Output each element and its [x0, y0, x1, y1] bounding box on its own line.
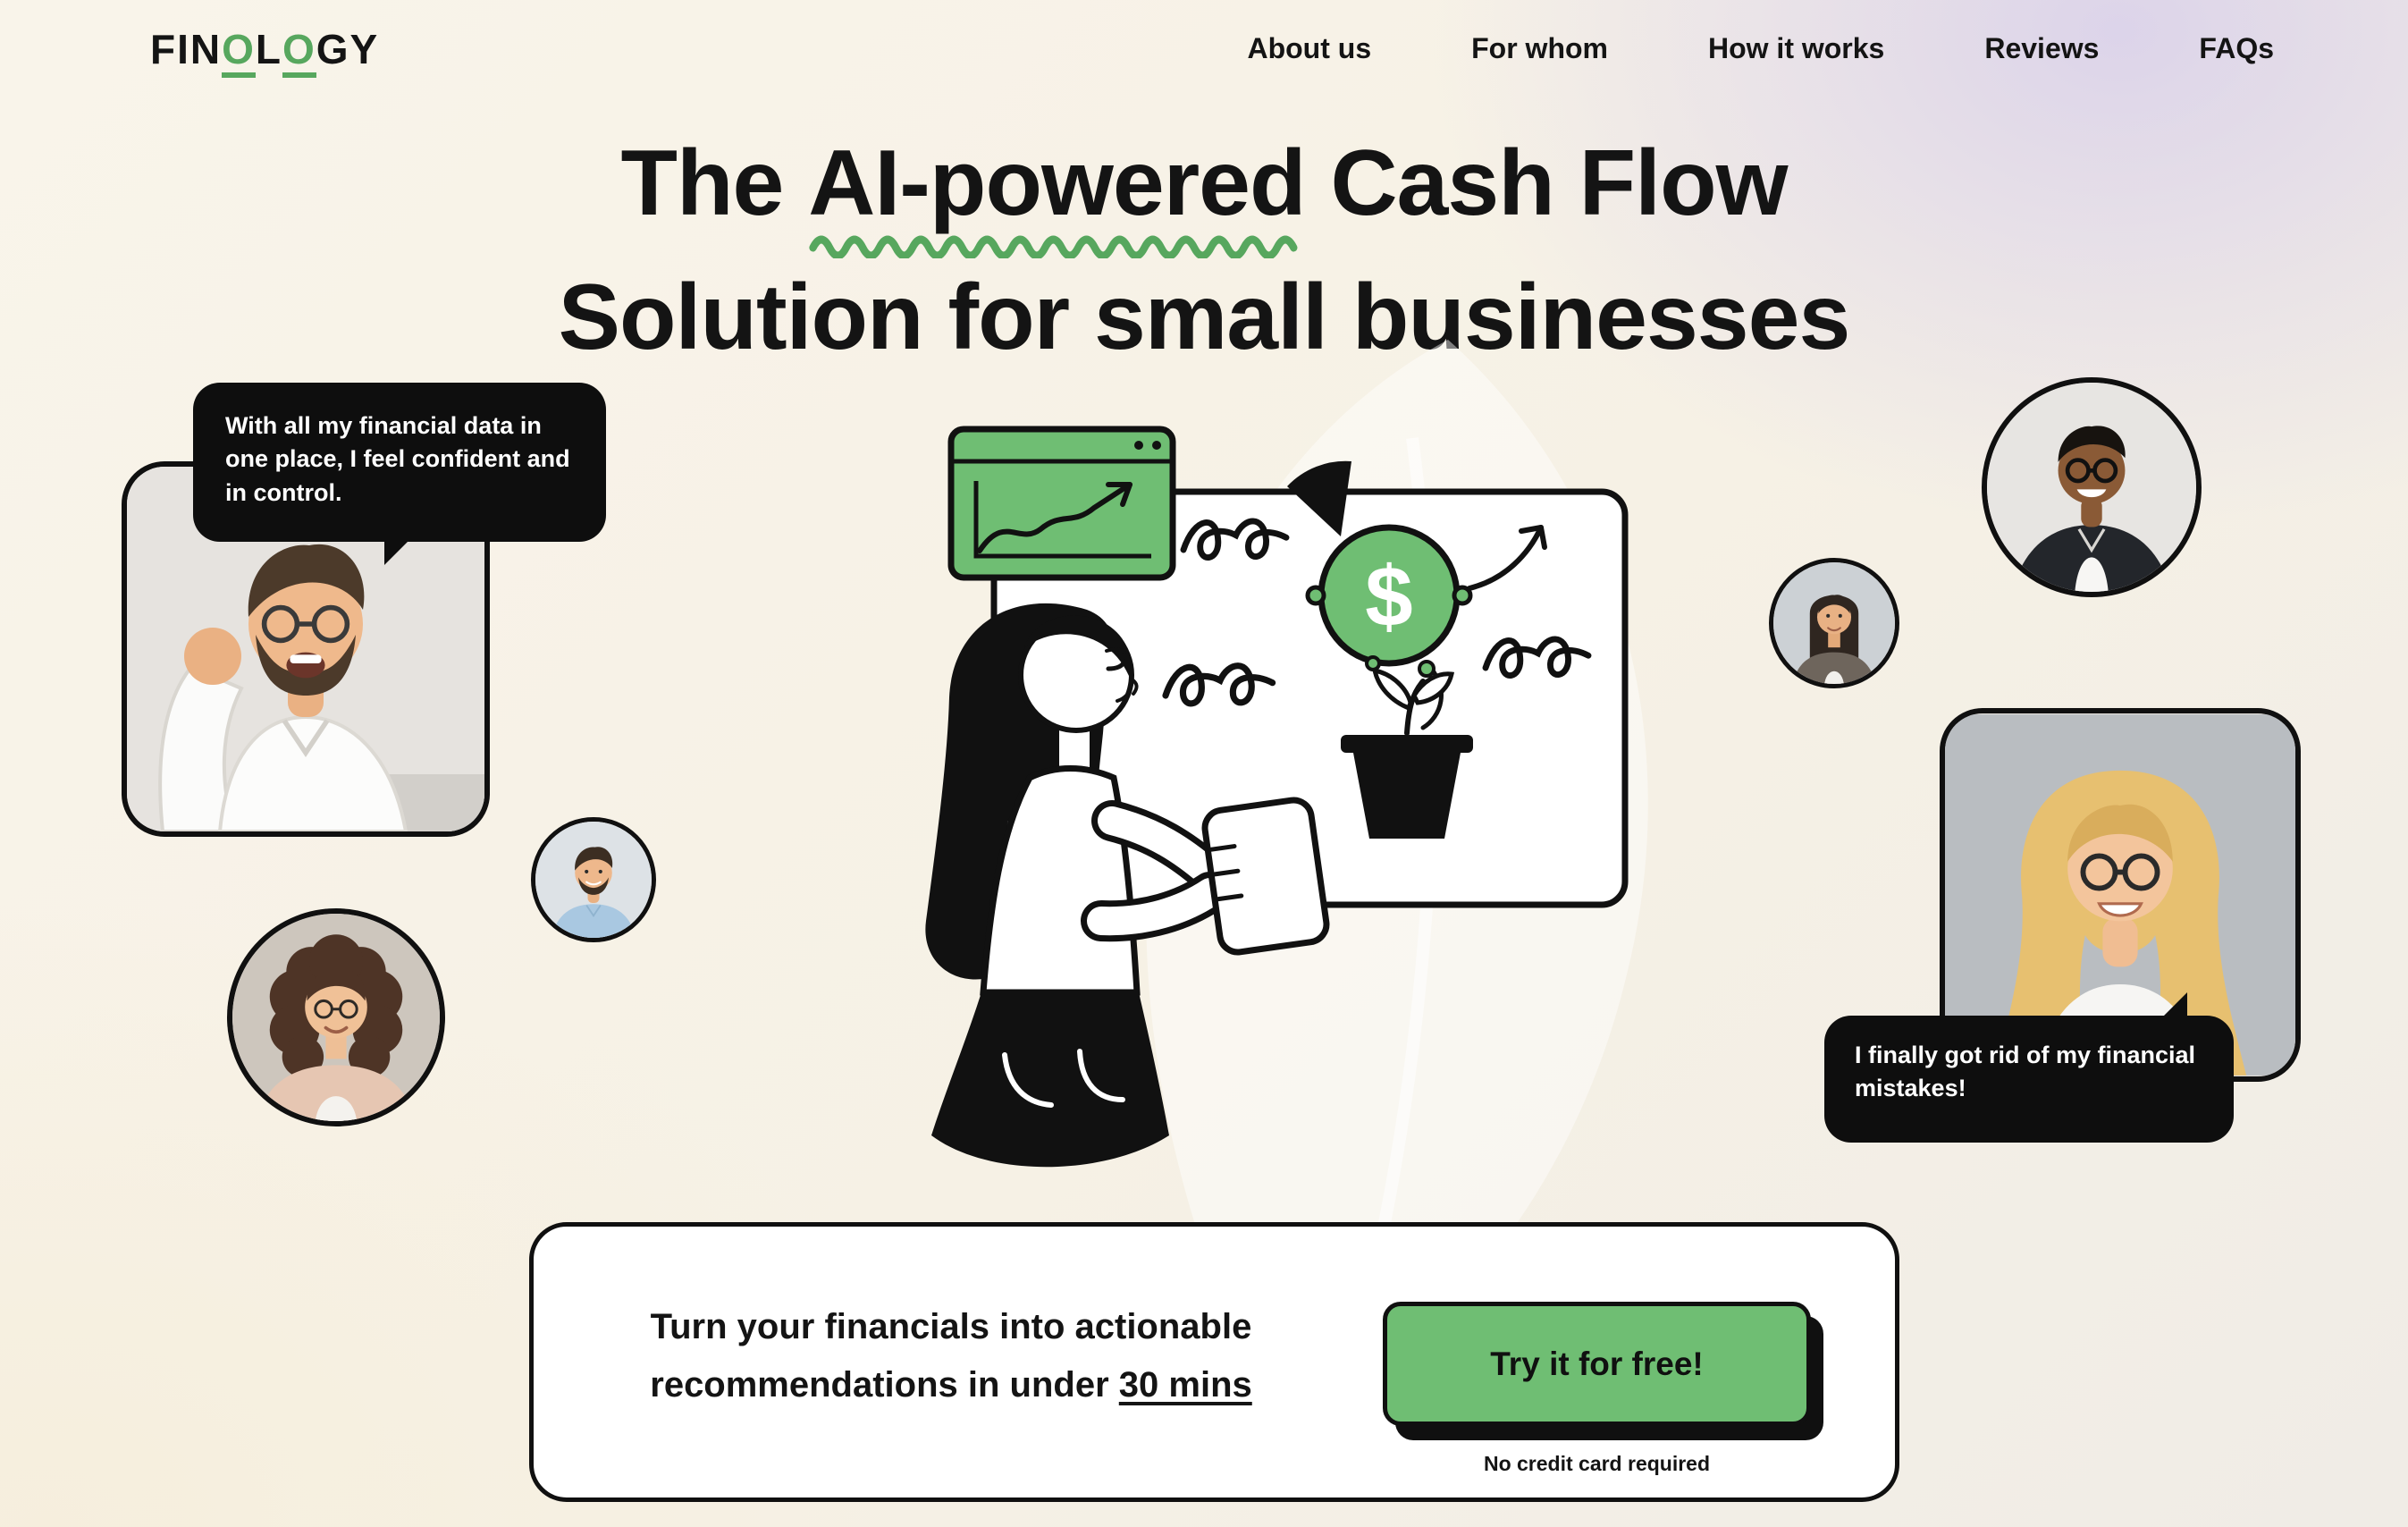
- blue-shirt-man-illustration: [535, 822, 652, 938]
- main-nav: About us For whom How it works Reviews F…: [1247, 32, 2274, 65]
- cta-line2: recommendations in under: [650, 1364, 1119, 1405]
- cta-text: Turn your financials into actionable rec…: [598, 1298, 1304, 1414]
- nav-item-about-us[interactable]: About us: [1247, 32, 1372, 64]
- nav-item-faqs[interactable]: FAQs: [2199, 32, 2274, 64]
- bubble-tail: [384, 533, 417, 565]
- curly-woman-illustration: [232, 914, 440, 1121]
- cashflow-illustration: $: [925, 426, 1629, 1168]
- testimonial-left-text: With all my financial data in one place,…: [225, 412, 570, 506]
- logo-text-pre: FIN: [150, 26, 223, 72]
- coffee-mug: [1201, 797, 1330, 956]
- small-woman-avatar: [1769, 558, 1899, 688]
- curly-woman-avatar: [227, 908, 445, 1126]
- doodle-squiggles: [1162, 518, 1592, 707]
- growth-chart-window: [947, 426, 1176, 581]
- hero-title-line2: Solution for small businesses: [558, 266, 1851, 369]
- hero-highlight: AI-powered: [808, 131, 1307, 258]
- cta-line1: Turn your financials into actionable: [650, 1307, 1252, 1346]
- logo[interactable]: FINOLOGY: [150, 25, 380, 78]
- nav-item-for-whom[interactable]: For whom: [1471, 32, 1608, 64]
- nav-item-reviews[interactable]: Reviews: [1984, 32, 2100, 64]
- nav-item-how-it-works[interactable]: How it works: [1707, 32, 1885, 64]
- hero-title-pre: The: [620, 131, 809, 235]
- dollar-sign: $: [1365, 549, 1412, 645]
- logo-o1: O: [222, 26, 256, 78]
- plant: [1341, 655, 1473, 839]
- logo-o2: O: [282, 26, 316, 78]
- small-woman-illustration: [1773, 562, 1895, 684]
- logo-text-post: GY: [316, 26, 380, 72]
- cta-highlight-30-mins: 30 mins: [1118, 1364, 1252, 1405]
- testimonial-bubble-left: With all my financial data in one place,…: [193, 383, 606, 565]
- no-credit-card-note: No credit card required: [1483, 1452, 1711, 1475]
- green-squiggle-underline: [809, 235, 1298, 258]
- bubble-tail: [2155, 992, 2187, 1025]
- logo-text-mid: L: [255, 26, 282, 72]
- blue-shirt-man-avatar: [531, 817, 656, 942]
- pie-chart: $: [1287, 460, 1547, 730]
- woman-figure: [925, 603, 1330, 1168]
- hero-highlight-text: AI-powered: [808, 131, 1306, 235]
- testimonial-bubble-right: I finally got rid of my financial mistak…: [1824, 992, 2234, 1143]
- suit-man-avatar: [1982, 377, 2202, 597]
- cta-panel: Turn your financials into actionable rec…: [529, 1222, 1899, 1502]
- suit-man-illustration: [1987, 383, 2196, 592]
- testimonial-right-text: I finally got rid of my financial mistak…: [1855, 1042, 2196, 1102]
- hero-title-line1: The AI-powered Cash Flow: [0, 131, 2408, 258]
- hero-title-rest: Cash Flow: [1305, 131, 1788, 235]
- try-free-button[interactable]: Try it for free!: [1383, 1302, 1811, 1426]
